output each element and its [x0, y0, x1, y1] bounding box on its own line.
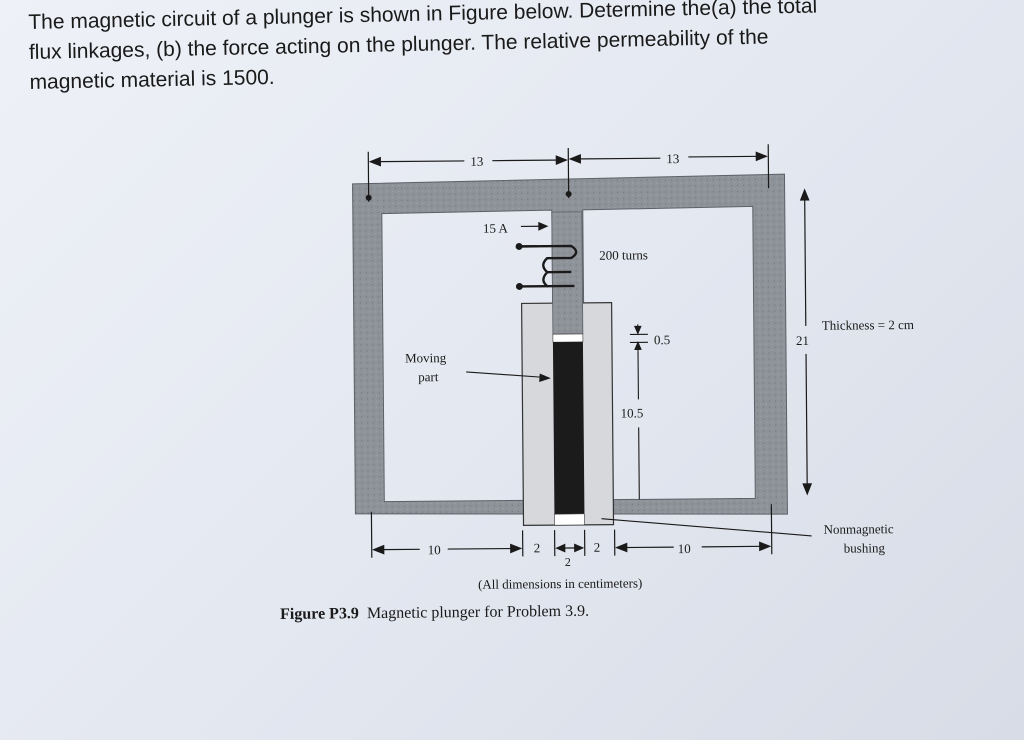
- bushing-line2: bushing: [844, 540, 886, 555]
- plunger-bottom-gap: [554, 513, 585, 526]
- coil-terminal-top: [515, 242, 523, 250]
- moving-part-line1: Moving: [405, 350, 447, 365]
- dim-bottom-right: 10: [678, 541, 691, 556]
- dim-bottom-2a: 2: [534, 540, 541, 555]
- turns-label: 200 turns: [599, 247, 648, 262]
- units-note: (All dimensions in centimeters): [478, 575, 642, 591]
- plunger-length-label: 10.5: [620, 405, 643, 420]
- plunger: [552, 341, 585, 515]
- dim-bottom-left: 10: [428, 542, 441, 557]
- thickness-label: Thickness = 2 cm: [822, 317, 914, 333]
- caption-text: Magnetic plunger for Problem 3.9.: [366, 602, 590, 623]
- top-marker-left: [365, 194, 372, 201]
- dim-top-left: 13: [470, 154, 483, 169]
- coil: [519, 244, 578, 288]
- caption-label: Figure P3.9: [280, 605, 359, 623]
- dim-bottom-2c: 2: [565, 555, 571, 569]
- bushing-line1: Nonmagnetic: [824, 521, 894, 537]
- current-label: 15 A: [483, 221, 509, 236]
- height-label: 21: [796, 333, 809, 348]
- coil-terminal-bottom: [515, 282, 523, 290]
- dim-top-right: 13: [666, 151, 679, 166]
- air-gap: [552, 333, 584, 343]
- figure-caption: Figure P3.9 Magnetic plunger for Problem…: [280, 603, 589, 624]
- top-marker-center: [565, 191, 572, 198]
- gap-label: 0.5: [654, 332, 670, 347]
- moving-part-line2: part: [418, 369, 439, 384]
- dim-bottom-2b: 2: [594, 540, 601, 555]
